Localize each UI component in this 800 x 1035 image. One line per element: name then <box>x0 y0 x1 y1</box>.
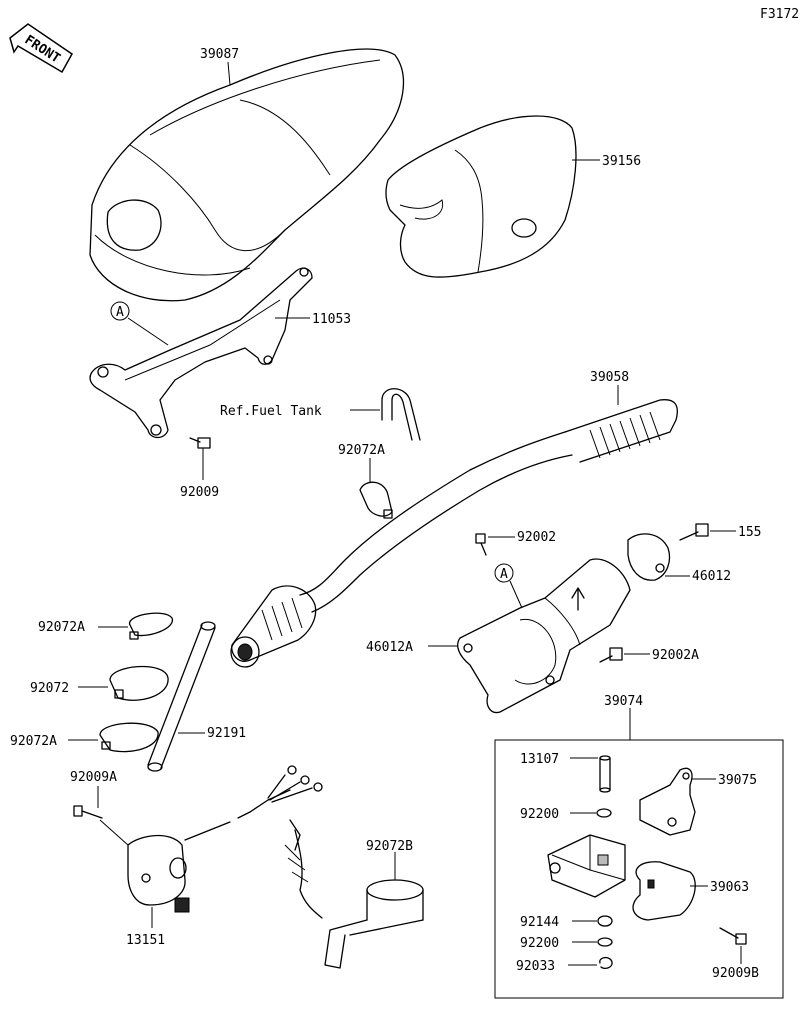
label-92009A: 92009A <box>70 770 117 785</box>
inset-box-39074 <box>494 739 784 999</box>
label-92191: 92191 <box>207 726 246 741</box>
label-13151: 13151 <box>126 933 165 948</box>
label-92200-1: 92200 <box>520 807 559 822</box>
circlip-92033-part <box>599 956 613 969</box>
label-92002: 92002 <box>517 530 556 545</box>
figure-code: F3172 <box>760 7 799 22</box>
label-92002A: 92002A <box>652 648 699 663</box>
callout-a-holder <box>494 563 514 583</box>
label-92009B: 92009B <box>712 966 759 981</box>
bolt-92002A-part <box>599 647 623 663</box>
switch-13151-part <box>99 765 323 913</box>
washer-92144-part <box>597 915 613 927</box>
washer-92200-bottom-part <box>597 937 613 947</box>
leader-39087 <box>227 61 231 86</box>
ref-fuel-tank-note: Ref.Fuel Tank <box>220 404 322 419</box>
label-92072A-1: 92072A <box>38 620 85 635</box>
fuel-hose-ref <box>381 388 421 441</box>
clamp-92072-part <box>109 665 169 701</box>
label-46012: 46012 <box>692 569 731 584</box>
seat-cover-part <box>89 48 405 302</box>
bolt-155-part <box>679 523 709 541</box>
label-39063: 39063 <box>710 880 749 895</box>
leader-callout-a1 <box>127 317 169 346</box>
callout-a-holder-label: A <box>500 567 508 582</box>
clamp-92072A-2-part <box>99 722 159 753</box>
label-92072: 92072 <box>30 681 69 696</box>
front-arrow-icon: FRONT <box>9 23 73 74</box>
label-13107: 13107 <box>520 752 559 767</box>
label-39156: 39156 <box>602 154 641 169</box>
callout-a-bracket-label: A <box>116 305 124 320</box>
label-92072A-2: 92072A <box>10 734 57 749</box>
leader-callout-a2 <box>509 580 523 609</box>
clamp-92072A-top-part <box>359 481 393 519</box>
bolt-92002-part <box>475 533 487 556</box>
label-92072B: 92072B <box>366 839 413 854</box>
clamp-92072A-1-part <box>129 612 173 640</box>
bracket-part <box>89 267 313 439</box>
cap-39063-part <box>632 861 696 921</box>
handlebar-cover-part <box>385 115 577 278</box>
label-92200-2: 92200 <box>520 936 559 951</box>
mount-body-part <box>547 834 626 898</box>
label-11053: 11053 <box>312 312 351 327</box>
label-39074: 39074 <box>604 694 643 709</box>
label-46012A: 46012A <box>366 640 413 655</box>
label-39058: 39058 <box>590 370 629 385</box>
bolt-92009B-part <box>719 927 747 945</box>
label-92144: 92144 <box>520 915 559 930</box>
bolt-92009A-part <box>73 805 103 819</box>
washer-92200-top-part <box>596 808 612 818</box>
label-39087: 39087 <box>200 47 239 62</box>
label-39075: 39075 <box>718 773 757 788</box>
pin-13107-part <box>599 755 611 793</box>
tube-92191-part <box>147 621 216 772</box>
label-92033: 92033 <box>516 959 555 974</box>
handlebar-holder-part <box>457 558 631 714</box>
label-92072A-top: 92072A <box>338 443 385 458</box>
callout-a-bracket <box>110 301 130 321</box>
label-155: 155 <box>738 525 761 540</box>
handlebar-part <box>230 399 678 668</box>
label-92009: 92009 <box>180 485 219 500</box>
part-39075 <box>639 767 696 836</box>
clamp-cap-46012-part <box>627 533 671 581</box>
bolt-92009-part <box>189 437 211 449</box>
